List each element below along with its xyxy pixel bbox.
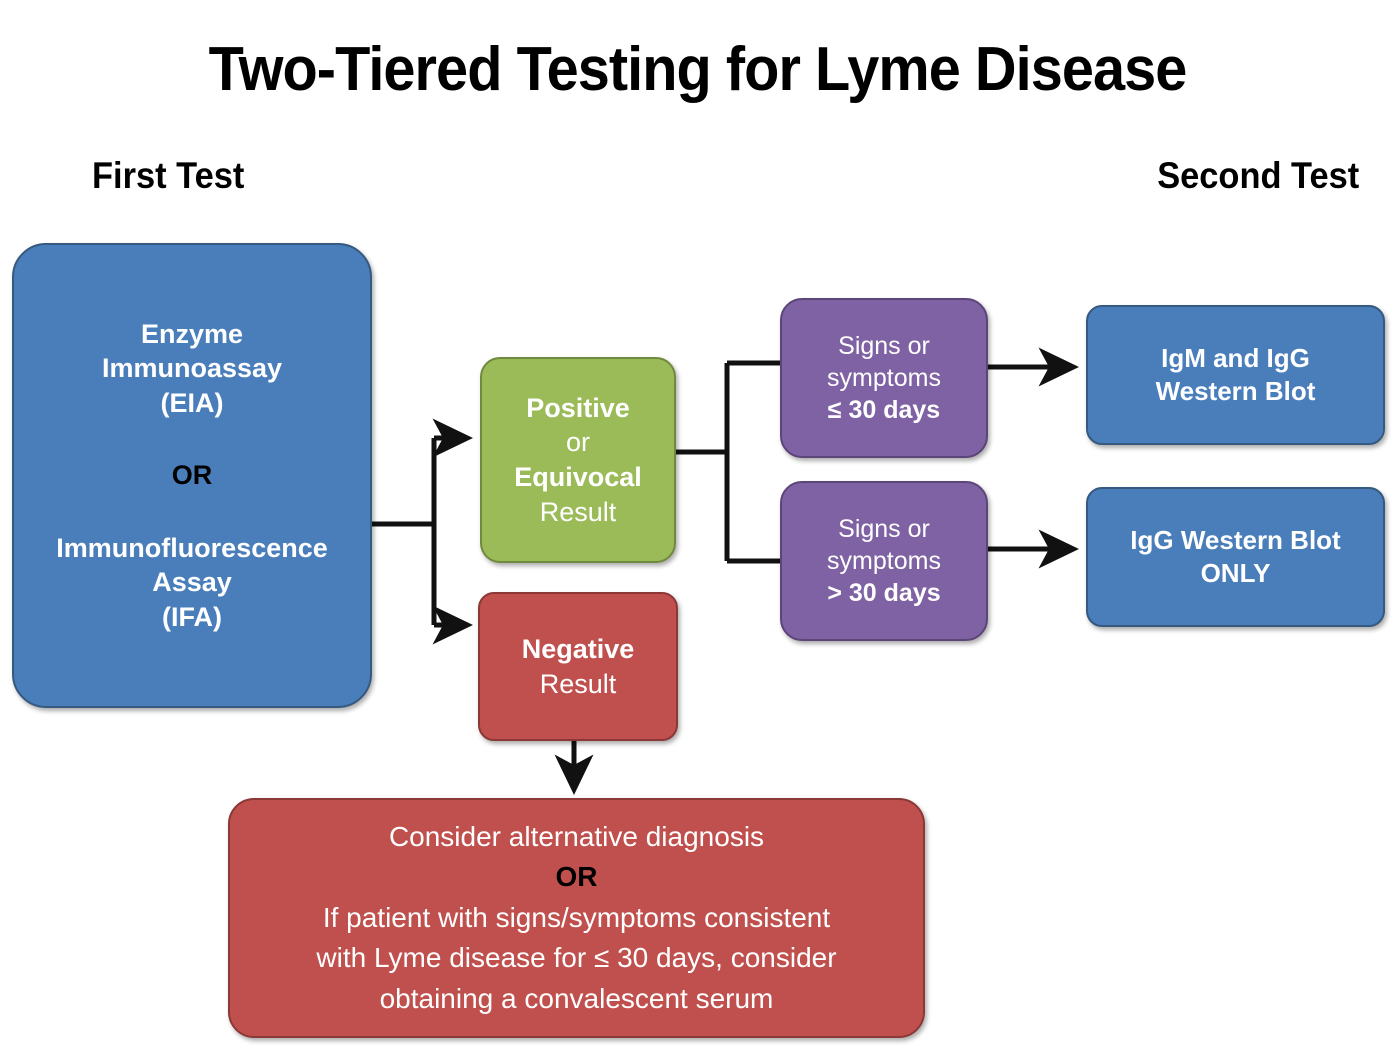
node-alternative-line4: obtaining a convalescent serum — [379, 982, 774, 1014]
node-negative-line1: Negative — [521, 633, 635, 664]
node-igg-only-line2: ONLY — [1200, 558, 1271, 588]
second-test-heading: Second Test — [1156, 155, 1359, 196]
node-signs-le-line3: ≤ 30 days — [827, 396, 941, 424]
node-first-test-line1: Enzyme — [140, 318, 244, 349]
node-first-test-or: OR — [171, 460, 213, 491]
node-signs-gt-line1: Signs or — [838, 515, 930, 543]
first-test-heading: First Test — [92, 155, 245, 196]
node-first-test-line3: (EIA) — [160, 387, 224, 418]
node-negative-result[interactable]: Negative Result — [478, 592, 678, 741]
node-first-test-line4: Immunofluorescence — [56, 532, 328, 563]
node-igg-western-blot-only[interactable]: IgG Western Blot ONLY — [1086, 487, 1385, 627]
node-consider-alternative-diagnosis[interactable]: Consider alternative diagnosis OR If pat… — [228, 798, 925, 1038]
node-first-test[interactable]: Enzyme Immunoassay (EIA) OR Immunofluore… — [12, 243, 372, 708]
node-signs-le-line2: symptoms — [827, 364, 941, 392]
node-igm-igg-line2: Western Blot — [1155, 376, 1316, 406]
node-igg-only-line1: IgG Western Blot — [1130, 524, 1341, 555]
node-positive-line2: or — [565, 427, 590, 458]
node-signs-symptoms-le-30-days[interactable]: Signs or symptoms ≤ 30 days — [780, 298, 988, 458]
node-positive-line1: Positive — [526, 392, 630, 423]
node-positive-line3: Equivocal — [514, 462, 642, 492]
node-alternative-or: OR — [555, 861, 598, 893]
node-positive-equivocal-result[interactable]: Positive or Equivocal Result — [480, 357, 676, 563]
node-signs-gt-line2: symptoms — [827, 547, 941, 575]
node-igm-igg-line1: IgM and IgG — [1161, 342, 1310, 373]
node-first-test-line6: (IFA) — [162, 601, 222, 632]
node-signs-le-line1: Signs or — [838, 332, 930, 360]
node-signs-gt-line3: > 30 days — [827, 579, 941, 607]
node-first-test-line2: Immunoassay — [101, 353, 283, 384]
node-signs-symptoms-gt-30-days[interactable]: Signs or symptoms > 30 days — [780, 481, 988, 641]
node-igm-and-igg-western-blot[interactable]: IgM and IgG Western Blot — [1086, 305, 1385, 445]
node-alternative-line3: with Lyme disease for ≤ 30 days, conside… — [316, 942, 837, 974]
node-positive-line4: Result — [539, 496, 617, 527]
node-negative-line2: Result — [539, 668, 617, 699]
node-alternative-line1: Consider alternative diagnosis — [388, 820, 765, 852]
node-alternative-line2: If patient with signs/symptoms consisten… — [322, 901, 831, 933]
page-title: Two-Tiered Testing for Lyme Disease — [208, 35, 1188, 104]
node-first-test-line5: Assay — [152, 567, 232, 598]
